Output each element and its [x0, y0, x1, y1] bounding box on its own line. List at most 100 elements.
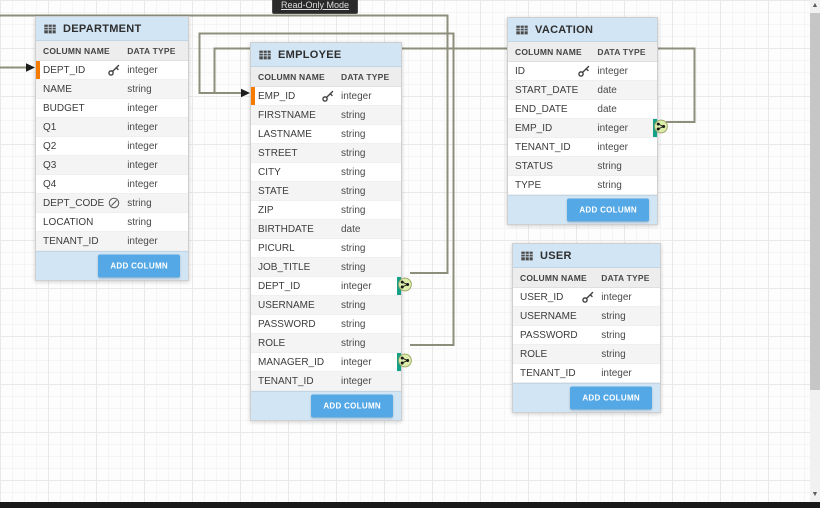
column-row-location[interactable]: LOCATION string: [36, 213, 188, 232]
relationship-handle-icon[interactable]: [398, 277, 415, 295]
column-data-type: string: [127, 197, 152, 209]
column-data-type: string: [341, 128, 366, 140]
scroll-down-icon[interactable]: ▼: [811, 491, 819, 498]
column-name-cell: CITY: [251, 167, 341, 178]
column-name-cell: FIRSTNAME: [251, 110, 341, 121]
add-column-button[interactable]: ADD COLUMN: [311, 394, 393, 418]
add-column-button[interactable]: ADD COLUMN: [98, 254, 180, 278]
table-grid-icon: [515, 23, 529, 37]
horizontal-scrollbar[interactable]: [0, 502, 820, 508]
column-name-cell: DEPT_CODE: [36, 196, 127, 210]
column-data-type: integer: [601, 291, 632, 303]
column-row-user_id[interactable]: USER_ID integer: [513, 288, 660, 307]
add-column-button[interactable]: ADD COLUMN: [567, 198, 649, 222]
column-row-lastname[interactable]: LASTNAME string: [251, 125, 401, 144]
vertical-scrollbar-thumb[interactable]: [810, 13, 820, 390]
column-name-cell: ROLE: [251, 338, 341, 349]
column-name: LASTNAME: [258, 128, 312, 140]
table-footer: ADD COLUMN: [251, 391, 401, 420]
column-name: USER_ID: [520, 291, 564, 303]
table-header[interactable]: VACATION: [508, 18, 657, 42]
column-name-cell: TENANT_ID: [36, 236, 127, 247]
column-name-cell: TYPE: [508, 180, 597, 191]
relationship-handle-icon[interactable]: [654, 119, 671, 137]
column-name: LOCATION: [43, 216, 94, 228]
column-name-cell: STATE: [251, 186, 341, 197]
column-data-type: string: [127, 216, 152, 228]
column-name-cell: TENANT_ID: [513, 368, 601, 379]
column-data-type: date: [341, 223, 361, 235]
column-name: MANAGER_ID: [258, 356, 325, 368]
primary-key-icon: [107, 63, 121, 77]
column-name: PASSWORD: [258, 318, 316, 330]
column-data-type: string: [601, 329, 626, 341]
column-data-type: integer: [597, 141, 628, 153]
column-data-type: string: [127, 83, 152, 95]
column-data-type: string: [341, 185, 366, 197]
relationship-line-employee-managerid-to-empid: [198, 32, 455, 346]
column-name-cell: STREET: [251, 148, 341, 159]
column-name-cell: PASSWORD: [513, 330, 601, 341]
column-name: TENANT_ID: [43, 235, 99, 247]
column-name: EMP_ID: [258, 90, 296, 102]
table-header[interactable]: USER: [513, 244, 660, 268]
column-name-cell: USER_ID: [513, 290, 601, 304]
table-title: USER: [540, 249, 572, 262]
column-name: PASSWORD: [520, 329, 578, 341]
vertical-scrollbar[interactable]: ▲ ▼: [810, 0, 820, 508]
add-column-button[interactable]: ADD COLUMN: [570, 386, 652, 410]
column-name: ROLE: [258, 337, 286, 349]
column-data-type: string: [341, 299, 366, 311]
column-name: CITY: [258, 166, 281, 178]
column-name-cell: EMP_ID: [508, 123, 597, 134]
table-header[interactable]: DEPARTMENT: [36, 17, 188, 41]
column-name-cell: JOB_TITLE: [251, 262, 341, 273]
scroll-up-icon[interactable]: ▲: [811, 2, 819, 9]
relationship-handle-icon[interactable]: [398, 353, 415, 371]
column-name-cell: STATUS: [508, 161, 597, 172]
column-row-password[interactable]: PASSWORD string: [513, 326, 660, 345]
column-data-type: string: [597, 160, 622, 172]
table-header[interactable]: EMPLOYEE: [251, 43, 401, 67]
column-data-type: integer: [127, 121, 158, 133]
